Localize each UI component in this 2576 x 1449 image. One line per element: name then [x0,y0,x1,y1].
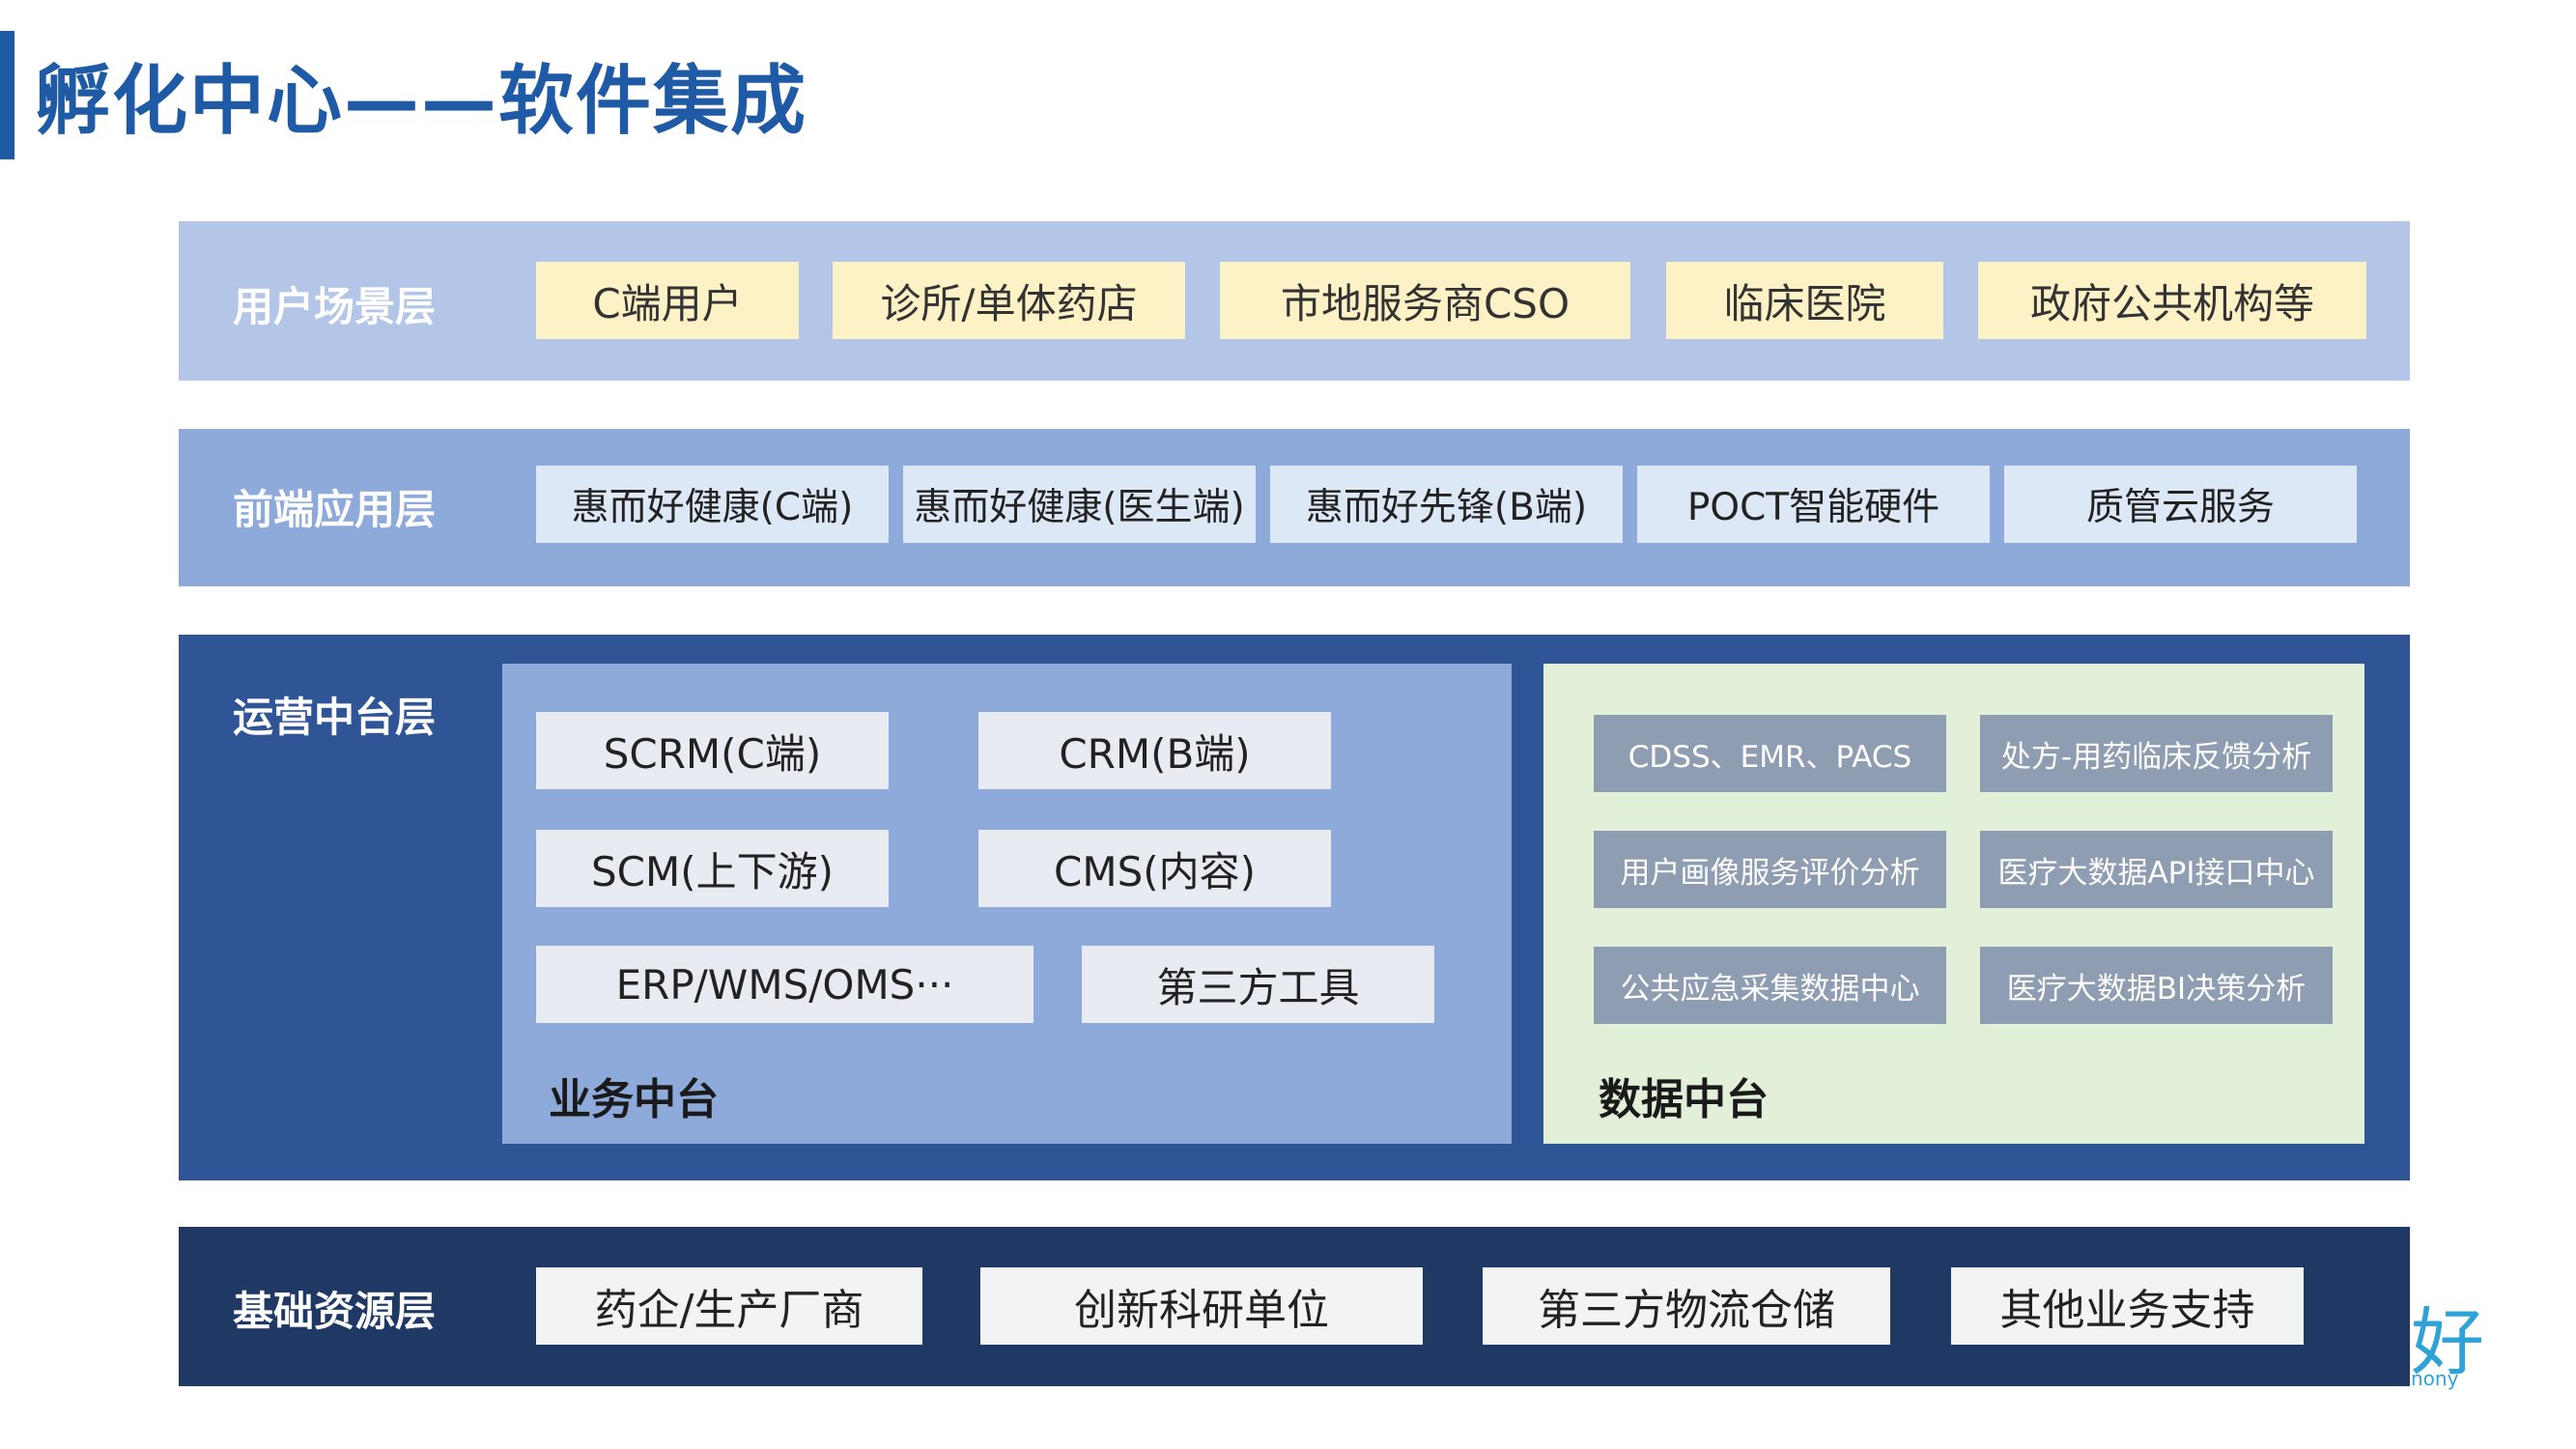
business-chip-scrm: SCRM(C端) [536,712,889,789]
page-title: 孵化中心——软件集成 [35,58,808,145]
base-chip-research: 创新科研单位 [980,1267,1423,1345]
user-chip-hospital: 临床医院 [1666,262,1943,339]
business-chip-erp: ERP/WMS/OMS··· [536,946,1033,1023]
layer-label: 前端应用层 [233,486,437,533]
data-chip-prescription-analysis: 处方-用药临床反馈分析 [1980,715,2333,792]
user-chip-cso: 市地服务商CSO [1220,262,1630,339]
frontend-chip-quality-cloud: 质管云服务 [2004,466,2357,543]
data-chip-api-center: 医疗大数据API接口中心 [1980,831,2333,908]
business-chip-crm: CRM(B端) [978,712,1331,789]
data-chip-user-profile: 用户画像服务评价分析 [1594,831,1946,908]
frontend-chip-pioneer-b: 惠而好先锋(B端) [1270,466,1623,543]
layer-label: 运营中台层 [233,694,437,741]
business-middle-panel: SCRM(C端) CRM(B端) SCM(上下游) CMS(内容) ERP/WM… [502,664,1512,1144]
business-panel-label: 业务中台 [549,1075,719,1124]
user-scenario-layer: 用户场景层 C端用户 诊所/单体药店 市地服务商CSO 临床医院 政府公共机构等 [179,221,2410,381]
business-chip-cms: CMS(内容) [978,830,1331,907]
data-chip-bi-analysis: 医疗大数据BI决策分析 [1980,947,2333,1024]
data-chip-cdss: CDSS、EMR、PACS [1594,715,1946,792]
user-chip-government: 政府公共机构等 [1978,262,2366,339]
base-resource-layer: 基础资源层 药企/生产厂商 创新科研单位 第三方物流仓储 其他业务支持 [179,1227,2410,1386]
user-chip-c-user: C端用户 [536,262,799,339]
title-accent-bar [0,31,14,159]
frontend-chip-health-doctor: 惠而好健康(医生端) [903,466,1256,543]
frontend-chip-health-c: 惠而好健康(C端) [536,466,889,543]
logo-tail-text: nony [2411,1367,2459,1390]
layer-label: 基础资源层 [233,1288,437,1335]
base-chip-pharma: 药企/生产厂商 [536,1267,922,1345]
layer-label: 用户场景层 [233,283,437,330]
operations-middle-layer: 运营中台层 SCRM(C端) CRM(B端) SCM(上下游) CMS(内容) … [179,635,2410,1180]
data-chip-emergency-data: 公共应急采集数据中心 [1594,947,1946,1024]
business-chip-scm: SCM(上下游) [536,830,889,907]
frontend-app-layer: 前端应用层 惠而好健康(C端) 惠而好健康(医生端) 惠而好先锋(B端) POC… [179,429,2410,586]
data-middle-panel: CDSS、EMR、PACS 处方-用药临床反馈分析 用户画像服务评价分析 医疗大… [1543,664,2364,1144]
user-chip-clinic: 诊所/单体药店 [833,262,1185,339]
logo-glyph: 好 [2411,1299,2484,1385]
frontend-chip-poct: POCT智能硬件 [1637,466,1990,543]
base-chip-other-support: 其他业务支持 [1951,1267,2304,1345]
base-chip-logistics: 第三方物流仓储 [1483,1267,1890,1345]
business-chip-third-party-tools: 第三方工具 [1082,946,1434,1023]
data-panel-label: 数据中台 [1599,1075,1769,1124]
